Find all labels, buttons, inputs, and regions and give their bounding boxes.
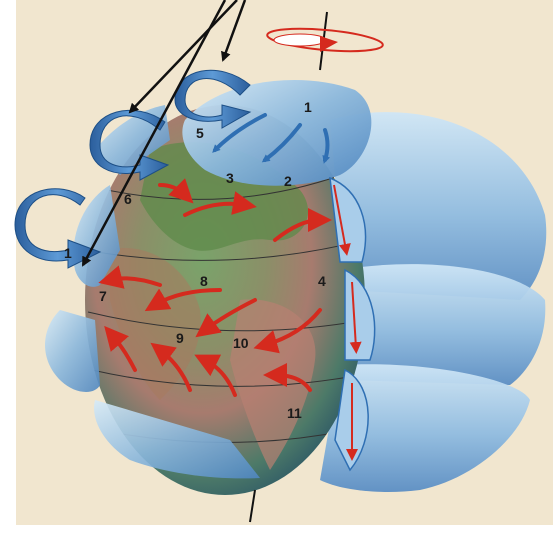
label-2: 2 [284, 173, 292, 189]
label-8: 8 [200, 273, 208, 289]
label-5: 5 [196, 125, 204, 141]
label-9: 9 [176, 330, 184, 346]
label-7: 7 [99, 288, 107, 304]
label-6: 6 [124, 191, 132, 207]
label-1: 1 [304, 99, 312, 115]
label-10: 10 [233, 335, 249, 351]
label-3: 3 [226, 170, 234, 186]
label-1-left: 1 [64, 245, 72, 261]
label-11: 11 [287, 405, 302, 421]
label-4: 4 [318, 273, 326, 289]
